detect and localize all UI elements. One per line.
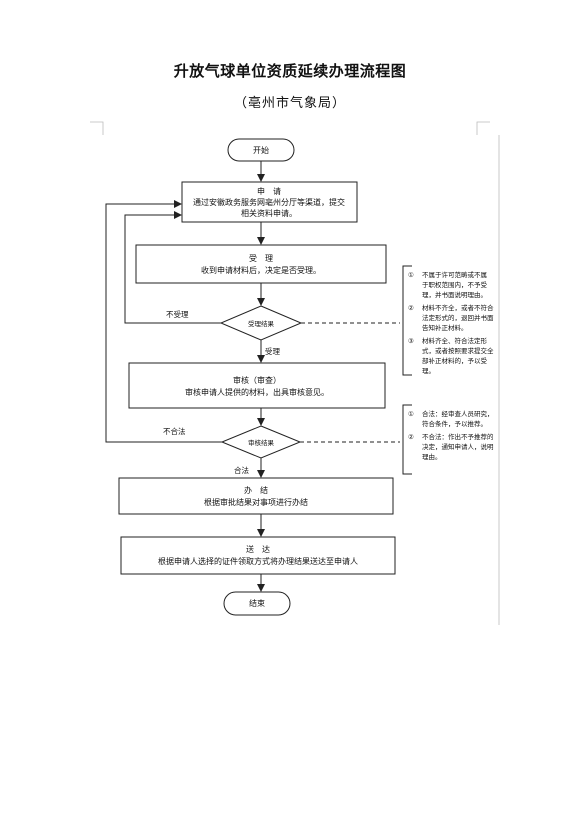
edge-label-not-accepted: 不受理	[166, 309, 189, 319]
review-note-1-line2: 符合条件，予以推荐。	[422, 419, 487, 428]
review-note-2-line2: 决定，通知申请人，说明	[422, 442, 494, 451]
review-decision-label: 审核结果	[248, 438, 275, 447]
page-title: 升放气球单位资质延续办理流程图	[173, 62, 407, 80]
review-title: 审核（审查）	[233, 375, 281, 385]
accept-decision-label: 受理结果	[248, 319, 275, 328]
review-note-2-num: ②	[408, 433, 414, 441]
accept-note-2-line2: 法定形式的，退回并书面	[422, 313, 494, 322]
review-note-2-line3: 理由。	[422, 452, 442, 461]
accept-note-3-line1: 材料齐全、符合法定形	[422, 336, 488, 345]
accept-note-3-line3: 部补正材料的，予以受	[422, 356, 488, 365]
edge-not-accepted	[124, 211, 221, 324]
accept-decision: 受理结果	[219, 305, 303, 341]
review-notes: ① 合法：经审查人员研究， 符合条件，予以推荐。 ② 不合法：作出不予推荐的 决…	[402, 404, 494, 475]
review-notes-bracket	[402, 404, 412, 475]
accept-line1: 收到申请材料后，决定是否受理。	[201, 265, 321, 275]
page-subtitle: （亳州市气象局）	[233, 96, 346, 111]
deliver-box: 送 达 根据申请人选择的证件领取方式将办理结果送达至申请人	[120, 536, 396, 575]
crop-marks	[90, 121, 500, 625]
end-label: 结束	[249, 598, 265, 608]
start-node: 开始	[227, 138, 295, 162]
accept-notes: ① 不属于许可范畴或不属 于职权范围内，不予受 理，并书面说明理由。 ② 材料不…	[402, 265, 494, 376]
complete-title: 办 结	[244, 485, 268, 495]
review-note-2-line1: 不合法：作出不予推荐的	[422, 432, 494, 441]
accept-note-1-line3: 理，并书面说明理由。	[422, 290, 487, 299]
accept-note-3-line2: 式，或者按照要求提交全	[422, 346, 494, 355]
review-note-1-line1: 合法：经审查人员研究，	[422, 409, 494, 418]
accept-box: 受 理 收到申请材料后，决定是否受理。	[135, 244, 387, 284]
edge-not-qualified	[105, 200, 222, 443]
edge-label-accepted: 受理	[265, 346, 280, 356]
accept-title: 受 理	[249, 253, 273, 263]
accept-note-3-line4: 理。	[422, 367, 435, 375]
apply-line2: 相关资料申请。	[241, 208, 297, 218]
accept-note-2-line3: 告知补正材料。	[422, 323, 468, 332]
accept-note-2-num: ②	[408, 304, 414, 312]
accept-notes-text: ① 不属于许可范畴或不属 于职权范围内，不予受 理，并书面说明理由。 ② 材料不…	[408, 270, 494, 375]
review-note-1-num: ①	[408, 410, 414, 418]
apply-box: 申 请 通过安徽政务服务网亳州分厅等渠道，提交 相关资料申请。	[181, 181, 358, 223]
accept-note-3-num: ③	[408, 337, 414, 345]
review-notes-text: ① 合法：经审查人员研究， 符合条件，予以推荐。 ② 不合法：作出不予推荐的 决…	[408, 409, 494, 461]
edge-label-qualified: 合法	[234, 465, 249, 475]
review-line1: 审核申请人提供的材料，出具审核意见。	[185, 387, 329, 397]
accept-note-1-line2: 于职权范围内，不予受	[422, 280, 488, 289]
start-label: 开始	[253, 145, 269, 155]
review-decision: 审核结果	[220, 425, 302, 459]
complete-line1: 根据审批结果对事项进行办结	[204, 497, 308, 507]
apply-title: 申 请	[257, 186, 281, 196]
accept-note-1-num: ①	[408, 271, 414, 279]
apply-line1: 通过安徽政务服务网亳州分厅等渠道，提交	[193, 197, 345, 207]
accept-note-2-line1: 材料不齐全，或者不符合	[422, 303, 494, 312]
edge-label-not-qualified: 不合法	[163, 426, 186, 436]
deliver-title: 送 达	[246, 544, 270, 554]
accept-note-1-line1: 不属于许可范畴或不属	[422, 270, 487, 279]
complete-box: 办 结 根据审批结果对事项进行办结	[118, 477, 394, 515]
accept-notes-bracket	[402, 265, 412, 376]
end-node: 结束	[223, 591, 291, 616]
review-box: 审核（审查） 审核申请人提供的材料，出具审核意见。	[128, 362, 386, 409]
deliver-line1: 根据申请人选择的证件领取方式将办理结果送达至申请人	[158, 556, 358, 566]
